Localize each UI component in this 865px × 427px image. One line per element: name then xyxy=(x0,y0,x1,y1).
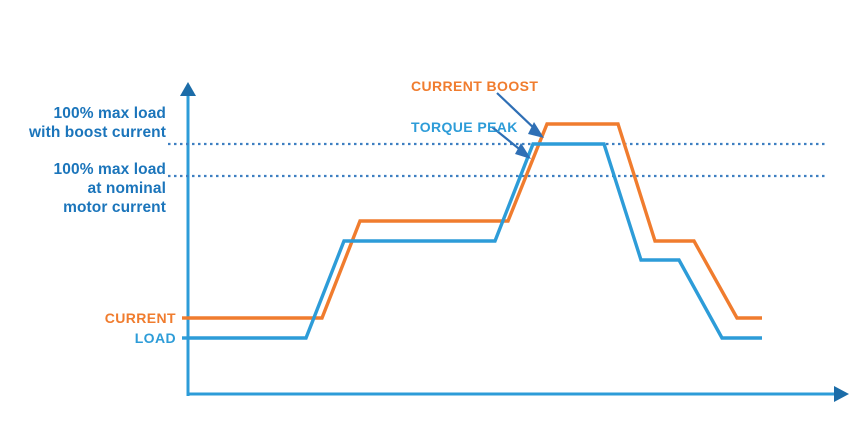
callout-arrowhead-current-boost xyxy=(528,122,544,138)
reference-label-max-load-nominal: 100% max load at nominal motor current xyxy=(0,160,166,217)
series-label-current: CURRENT xyxy=(104,310,176,326)
annotation-current-boost: CURRENT BOOST xyxy=(411,78,539,94)
x-axis-arrow-icon xyxy=(834,386,849,402)
reference-label-max-load-nominal-line1: 100% max load xyxy=(53,161,166,178)
callout-arrowhead-torque-peak xyxy=(515,143,531,159)
reference-label-max-load-nominal-line3: motor current xyxy=(63,199,166,216)
reference-label-max-load-nominal-line2: at nominal xyxy=(87,180,166,197)
reference-label-max-load-boost-line2: with boost current xyxy=(29,124,166,141)
callout-arrow-current-boost xyxy=(496,92,538,132)
reference-label-max-load-boost-line1: 100% max load xyxy=(53,105,166,122)
series-line-load xyxy=(188,142,762,340)
y-axis-arrow-icon xyxy=(180,82,196,96)
reference-label-max-load-boost: 100% max load with boost current xyxy=(0,104,166,142)
series-line-current xyxy=(188,122,762,320)
annotation-torque-peak: TORQUE PEAK xyxy=(411,119,518,135)
callout-arrow-torque-peak xyxy=(491,126,524,153)
series-label-load: LOAD xyxy=(134,330,176,346)
